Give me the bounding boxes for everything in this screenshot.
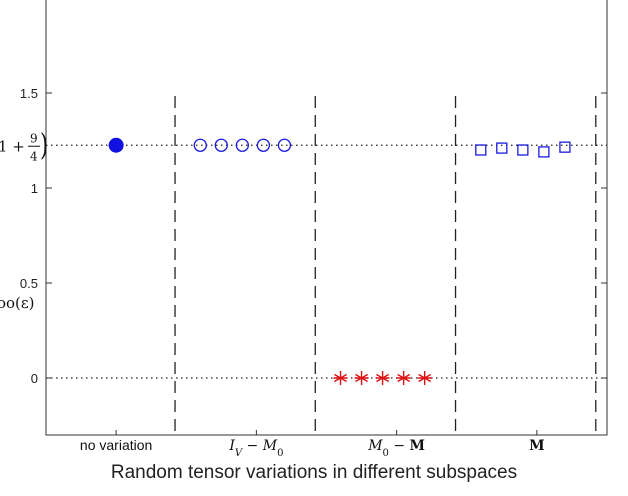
marker-s1-4: [277, 138, 292, 152]
marker-s2-3: [396, 371, 411, 385]
category-label-0: no variation: [80, 437, 152, 453]
marker-s1-3: [256, 138, 271, 152]
y-tick-label-2: 0.5: [20, 276, 38, 291]
y-annotation-paren-0: ): [40, 129, 48, 164]
y-annotation-1: oo(ε): [0, 294, 35, 312]
plot-area: 1.5 1 0.5 0 1 + 9 4) oo(ε) no variation IV − M0 M0…: [0, 0, 608, 459]
y-tick-label-3: 0: [31, 371, 38, 386]
y-tick-label-0: 1.5: [20, 86, 38, 101]
marker-s1-0: [193, 138, 207, 152]
y-annotation-den-0: 4: [30, 149, 38, 163]
category-label-2: M0 − M: [367, 438, 425, 459]
marker-s3-4: [559, 141, 571, 153]
y-annotation-num-0: 9: [30, 131, 38, 145]
marker-s2-0: [333, 371, 348, 385]
marker-s3-3: [538, 146, 550, 158]
category-label-1: IV − M0: [228, 438, 283, 459]
marker-s1-1: [214, 138, 228, 152]
marker-s3-0: [475, 144, 487, 156]
marker-s2-4: [417, 371, 432, 385]
marker-s1-2: [235, 138, 250, 152]
marker-s3-1: [496, 142, 508, 154]
axes-box: [45, 0, 608, 436]
x-axis-title: Random tensor variations in different su…: [110, 462, 518, 483]
category-label-3: M: [529, 438, 545, 454]
marker-s0-0: [108, 137, 124, 153]
y-tick-label-1: 1: [31, 181, 38, 196]
y-annotation-text-0: 1 +: [0, 137, 25, 155]
marker-s2-1: [354, 371, 369, 385]
marker-s2-2: [375, 371, 390, 385]
marker-s3-2: [517, 144, 529, 156]
